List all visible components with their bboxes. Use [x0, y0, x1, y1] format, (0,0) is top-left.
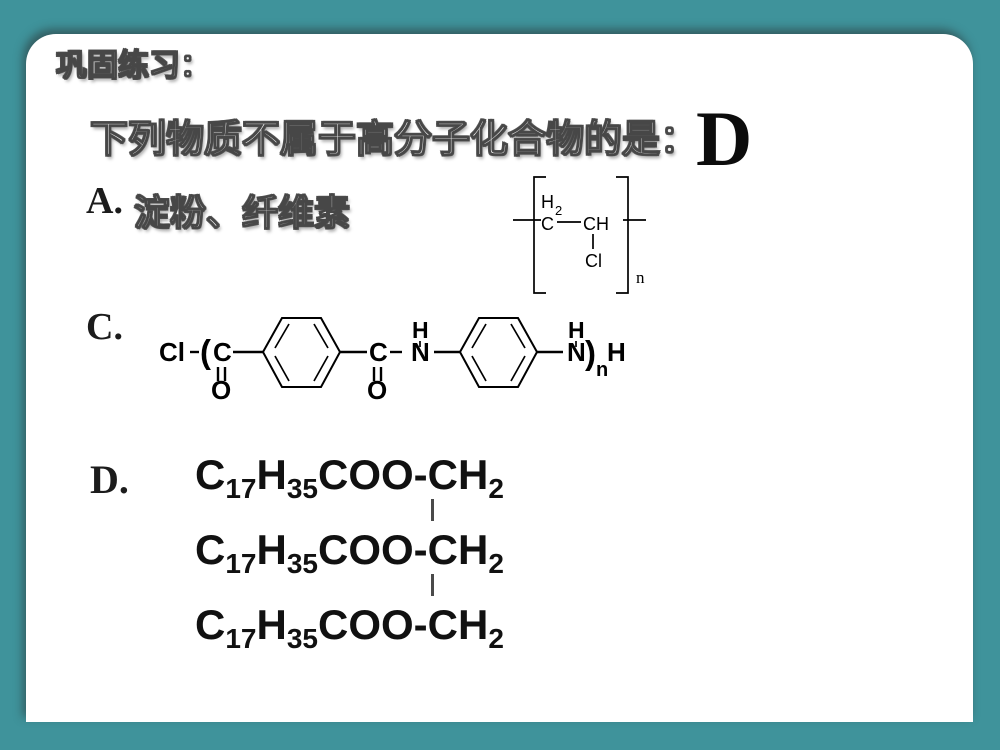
bond-connector: [431, 499, 434, 521]
polyamide-structure: Cl ( C O C O H N H N ) n H: [159, 317, 626, 405]
content-box: [26, 34, 973, 722]
c-o1-label: O: [211, 375, 231, 405]
c-n2-label: N: [567, 337, 586, 367]
benzene-ring-2: [458, 317, 539, 388]
formula-line: C17H35COO-CH2: [195, 451, 504, 504]
c-c1-label: C: [213, 337, 232, 367]
benzene-ring-1: [261, 317, 342, 388]
c-n1-label: N: [411, 337, 430, 367]
formula-line: C17H35COO-CH2: [195, 601, 504, 654]
right-bracket: [616, 176, 629, 294]
option-a-text: 淀粉、纤维素: [133, 191, 351, 233]
bond-connector: [431, 574, 434, 596]
pvc-cl-label: Cl: [585, 251, 602, 271]
c-close-paren: ): [585, 334, 596, 371]
slide-title: 巩固练习：: [55, 47, 211, 83]
left-bracket: [533, 176, 546, 294]
pvc-structure: H 2 C CH Cl n: [513, 176, 646, 294]
option-c-label: C.: [86, 306, 123, 348]
pvc-h-label: H: [541, 192, 554, 212]
c-open-paren: (: [200, 333, 211, 370]
c-repeat-sub: n: [596, 359, 608, 381]
c-h1-label: H: [412, 317, 429, 343]
pvc-ch-label: CH: [583, 214, 609, 234]
formula-line: C17H35COO-CH2: [195, 526, 504, 579]
pvc-h-sub: 2: [555, 203, 562, 218]
answer-letter: D: [696, 95, 753, 182]
c-o2-label: O: [367, 375, 387, 405]
c-h2-label: H: [568, 317, 585, 343]
option-d-label: D.: [90, 457, 129, 502]
pvc-repeat-sub: n: [636, 268, 645, 287]
c-end-h-label: H: [607, 337, 626, 367]
c-c2-label: C: [369, 337, 388, 367]
c-cl-label: Cl: [159, 337, 185, 367]
pvc-c-label: C: [541, 214, 554, 234]
option-a-label: A.: [86, 180, 123, 222]
question-text: 下列物质不属于高分子化合物的是：: [89, 118, 699, 161]
